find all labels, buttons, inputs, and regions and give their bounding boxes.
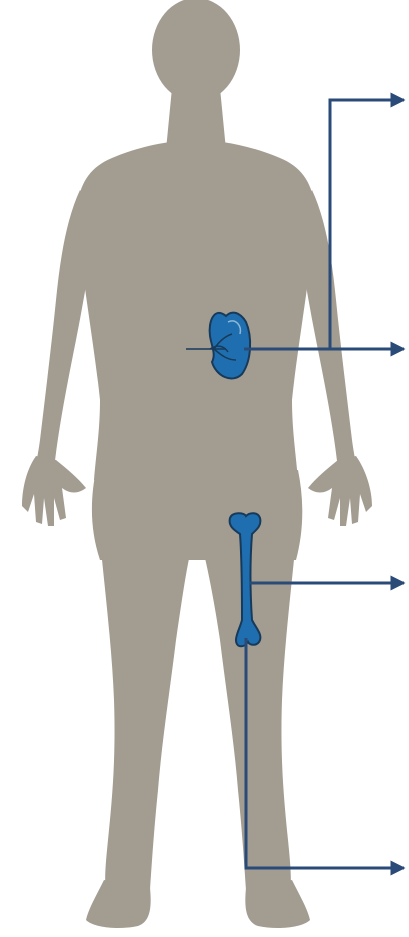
human-body-silhouette-icon [22,0,372,928]
callout-1-arrow-icon [330,100,404,349]
